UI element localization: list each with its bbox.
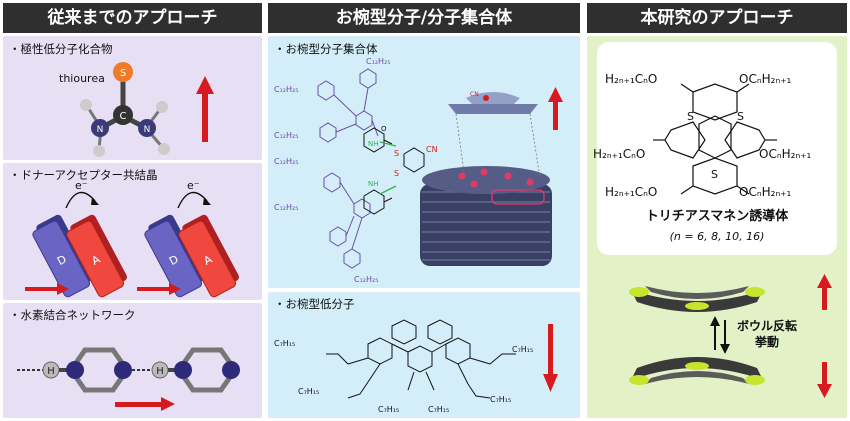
svg-text:e⁻: e⁻ <box>75 179 88 192</box>
column-this-study: 本研究のアプローチ S S S H₂ₙ₊₁CₙO OCₙH₂ₙ₊₁ H₂ₙ₊₁C… <box>587 0 847 421</box>
column-conventional: 従来までのアプローチ ・極性低分子化合物 thiourea S C N N <box>3 0 262 421</box>
svg-text:C₇H₁₅: C₇H₁₅ <box>274 339 295 348</box>
dipole-arrow <box>822 286 827 310</box>
svg-text:C₁₂H₂₅: C₁₂H₂₅ <box>274 203 298 212</box>
bowl-down-model <box>629 357 765 385</box>
nitrogen-atom <box>91 119 109 137</box>
donor-acceptor-diagram: D A e⁻ D A e <box>25 179 239 298</box>
column-bowl-molecules: お椀型分子/分子集合体 ・お椀型分子集合体 C₁₂H₂₅ <box>268 0 580 421</box>
svg-text:OCₙH₂ₙ₊₁: OCₙH₂ₙ₊₁ <box>739 185 792 199</box>
panel-label: ・水素結合ネットワーク <box>9 308 136 322</box>
hydrogen-atom <box>80 99 92 111</box>
svg-text:OCₙH₂ₙ₊₁: OCₙH₂ₙ₊₁ <box>759 147 812 161</box>
svg-text:C₁₂H₂₅: C₁₂H₂₅ <box>354 275 378 284</box>
svg-text:H₂ₙ₊₁CₙO: H₂ₙ₊₁CₙO <box>593 147 645 161</box>
trithiasumanene-card <box>597 42 837 255</box>
svg-text:C₁₂H₂₅: C₁₂H₂₅ <box>274 85 298 94</box>
svg-text:C₇H₁₅: C₇H₁₅ <box>298 387 319 396</box>
svg-text:H₂ₙ₊₁CₙO: H₂ₙ₊₁CₙO <box>605 185 657 199</box>
dipole-arrow <box>548 324 553 376</box>
svg-text:CN: CN <box>426 145 438 154</box>
column-title: お椀型分子/分子集合体 <box>268 3 580 33</box>
compound-name: トリチアスマネン誘導体 <box>646 208 790 224</box>
carbon-atom <box>113 105 133 125</box>
svg-text:H: H <box>156 366 164 377</box>
svg-text:OCₙH₂ₙ₊₁: OCₙH₂ₙ₊₁ <box>739 72 792 86</box>
svg-text:S: S <box>394 169 399 178</box>
bowl-model: CN <box>448 91 538 114</box>
svg-text:NH: NH <box>368 180 379 188</box>
svg-text:N: N <box>97 125 104 135</box>
dipole-arrow <box>202 92 208 142</box>
hbond-diagram: H H <box>17 347 240 411</box>
svg-text:C₇H₁₅: C₇H₁₅ <box>428 405 449 414</box>
svg-text:e⁻: e⁻ <box>187 179 200 192</box>
panel-hbond-network: ・水素結合ネットワーク H H <box>3 303 262 418</box>
flip-label: 挙動 <box>754 334 779 349</box>
panel-polar-molecule: ・極性低分子化合物 thiourea S C N N <box>3 36 262 160</box>
panel-label: ・極性低分子化合物 <box>9 42 113 56</box>
svg-text:CN: CN <box>470 91 479 98</box>
column-title: 本研究のアプローチ <box>587 3 847 33</box>
dipole-arrow <box>553 100 558 130</box>
sulfur-atom <box>113 62 133 82</box>
svg-text:H₂ₙ₊₁CₙO: H₂ₙ₊₁CₙO <box>605 72 657 86</box>
flip-arrows <box>710 316 730 354</box>
svg-text:S: S <box>120 68 126 79</box>
hydrogen-atom <box>93 145 105 157</box>
flip-label: ボウル反転 <box>737 318 797 333</box>
dipole-arrow <box>822 362 827 386</box>
bowl-up-model <box>629 286 765 312</box>
svg-text:C₁₂H₂₅: C₁₂H₂₅ <box>274 131 298 140</box>
svg-text:N: N <box>144 125 151 135</box>
assembly-structure: C₁₂H₂₅ C₁₂H₂₅ C₁₂H₂₅ C₁₂H₂₅ C₁₂H₂₅ C₁₂H₂… <box>274 57 563 284</box>
thiourea-label: thiourea <box>59 72 105 85</box>
panel-label: ・ドナーアクセプター共結晶 <box>9 168 158 182</box>
svg-text:S: S <box>737 110 744 123</box>
panel-label: ・お椀型分子集合体 <box>274 42 378 56</box>
thiourea-model: thiourea S C N N <box>59 62 214 157</box>
svg-text:C₇H₁₅: C₇H₁₅ <box>378 405 399 414</box>
svg-text:H: H <box>47 366 55 377</box>
svg-text:C₁₂H₂₅: C₁₂H₂₅ <box>274 157 298 166</box>
svg-text:S: S <box>711 168 718 181</box>
chain-lengths: (n = 6, 8, 10, 16) <box>670 230 765 243</box>
svg-text:C: C <box>120 111 127 122</box>
trithiasumanene-structure: S S S H₂ₙ₊₁CₙO OCₙH₂ₙ₊₁ H₂ₙ₊₁CₙO OCₙH₂ₙ₊… <box>593 72 832 398</box>
columnar-assembly <box>420 166 552 266</box>
svg-text:S: S <box>687 110 694 123</box>
svg-text:C₇H₁₅: C₇H₁₅ <box>512 345 533 354</box>
svg-text:C₇H₁₅: C₇H₁₅ <box>490 395 511 404</box>
panel-donor-acceptor: ・ドナーアクセプター共結晶 D A e⁻ D <box>3 163 262 300</box>
svg-text:O: O <box>381 125 387 133</box>
hydrogen-atom <box>156 101 168 113</box>
column-title: 従来までのアプローチ <box>3 3 262 33</box>
panel-bowl-assembly: ・お椀型分子集合体 C₁₂H₂₅ C₁₂H₂₅ C₁₂H <box>268 36 580 288</box>
svg-text:S: S <box>394 149 399 158</box>
dipole-arrow <box>115 402 163 407</box>
panel-label: ・お椀型低分子 <box>274 297 355 311</box>
hydrogen-atom <box>158 143 170 155</box>
panel-bowl-small-molecule: ・お椀型低分子 C₇H₁₅ C₇ <box>268 292 580 418</box>
small-molecule-structure: C₇H₁₅ C₇H₁₅ C₇H₁₅ C₇H₁₅ C₇H₁₅ C₇H₁₅ <box>274 319 558 414</box>
svg-text:NH: NH <box>368 140 379 148</box>
nitrogen-atom <box>138 119 156 137</box>
svg-text:C₁₂H₂₅: C₁₂H₂₅ <box>366 57 390 66</box>
